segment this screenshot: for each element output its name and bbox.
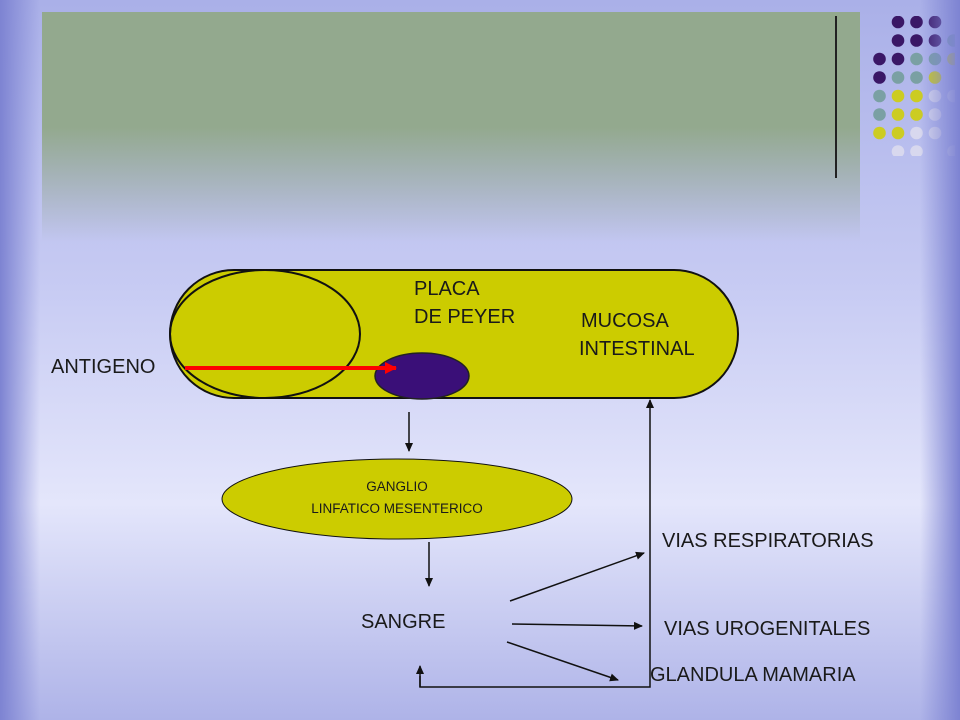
peyer-patch [374, 352, 470, 400]
decorative-dot [873, 89, 886, 103]
decorative-dot [947, 34, 955, 47]
label-ganglio-line1: GANGLIO [366, 479, 428, 494]
decorative-dot [891, 89, 905, 103]
label-placa-line1: PLACA [414, 278, 480, 300]
arrow-to-vias-respiratorias [509, 551, 645, 602]
return-loop-to-mucosa [419, 399, 654, 688]
decorative-dot [928, 16, 942, 29]
capsule-left-loop [169, 269, 361, 399]
title-placeholder-band [42, 12, 860, 242]
decorative-dot [873, 108, 886, 121]
label-vias-respiratorias: VIAS RESPIRATORIAS [662, 530, 874, 552]
decorative-dot [873, 126, 886, 140]
decorative-dot [873, 71, 886, 84]
decorative-dot [947, 52, 955, 66]
label-ganglio-line2: LINFATICO MESENTERICO [311, 501, 483, 516]
decorative-dot [891, 34, 905, 47]
decorative-dot [891, 71, 905, 84]
label-placa-line2: DE PEYER [414, 306, 516, 328]
decorative-dot [928, 126, 942, 140]
decorative-dot [873, 52, 886, 66]
decorative-dot [928, 89, 942, 103]
decorative-dot [947, 145, 955, 156]
decorative-dot [891, 126, 905, 140]
decorative-dot [928, 34, 942, 47]
label-mucosa-line2: INTESTINAL [579, 338, 695, 360]
decorative-dot [947, 89, 955, 103]
decorative-dot [928, 108, 942, 121]
label-antigeno: ANTIGENO [51, 356, 156, 378]
decorative-dot [891, 145, 905, 156]
decorative-dot [891, 52, 905, 66]
ganglio-node [221, 458, 573, 540]
decorative-dot [891, 16, 905, 29]
label-glandula-mamaria: GLANDULA MAMARIA [650, 664, 856, 686]
label-vias-urogenitales: VIAS UROGENITALES [664, 618, 871, 640]
decorative-dot [891, 108, 905, 121]
arrow-to-glandula-mamaria [506, 641, 619, 682]
label-sangre: SANGRE [361, 611, 446, 633]
decorative-dot [928, 71, 942, 84]
title-divider-line [835, 16, 837, 178]
label-mucosa-line1: MUCOSA [581, 310, 669, 332]
decorative-dot [928, 52, 942, 66]
arrow-to-vias-urogenitales [511, 621, 643, 630]
